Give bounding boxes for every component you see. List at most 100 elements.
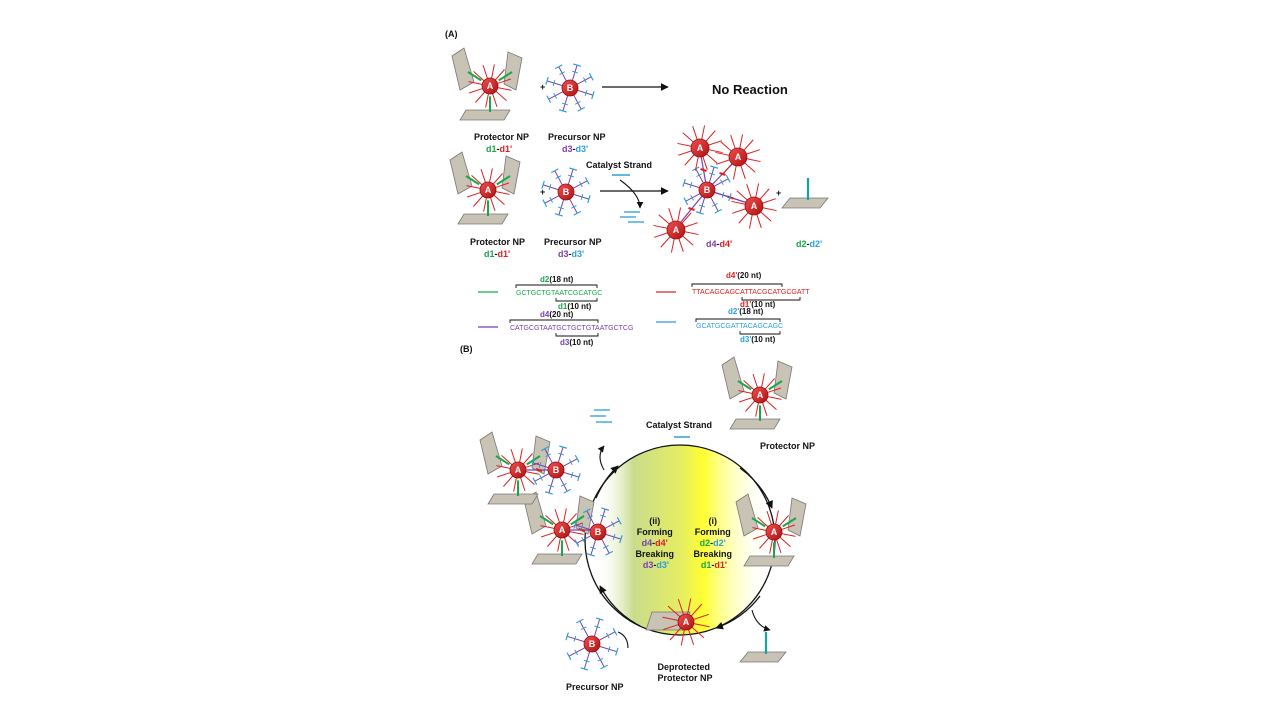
np-a-strand bbox=[779, 536, 791, 547]
np-a-strand bbox=[691, 626, 705, 639]
np-a-strand bbox=[566, 513, 577, 525]
np-b-branch bbox=[554, 213, 563, 217]
np-b-branch bbox=[531, 458, 535, 467]
np-b-core bbox=[547, 461, 565, 479]
row1-precursor-np: B bbox=[545, 63, 595, 113]
np-a-strand bbox=[764, 378, 775, 390]
np-b-branch bbox=[601, 507, 610, 511]
np-a-strand bbox=[701, 125, 706, 140]
np-b-strand bbox=[558, 66, 567, 82]
np-b-branch bbox=[588, 72, 594, 81]
np-a-strand bbox=[736, 190, 748, 201]
np-a-strand bbox=[569, 531, 584, 535]
np-a-strand bbox=[547, 535, 558, 547]
np-b-branch bbox=[602, 545, 609, 549]
np-a-letter: A bbox=[697, 143, 704, 153]
np-a-strand bbox=[739, 134, 744, 149]
np-b-branch bbox=[565, 632, 569, 641]
np-a-strand bbox=[497, 87, 512, 91]
pair-right: d4' bbox=[720, 239, 733, 249]
np-b-strand bbox=[699, 197, 706, 214]
blocker-tile bbox=[575, 495, 595, 535]
row1-protector-label: Protector NP bbox=[474, 132, 529, 142]
np-a-strand bbox=[503, 475, 514, 487]
seq-green-text: GCTGCTGTAATCGCATGC bbox=[516, 290, 602, 297]
pair-dash: - bbox=[717, 239, 720, 249]
np-b-branch bbox=[574, 454, 580, 463]
np-b-branch bbox=[579, 181, 583, 188]
panel-b-label: (B) bbox=[460, 344, 473, 354]
waste-pair: d2-d2' bbox=[796, 239, 822, 249]
np-b-letter: B bbox=[704, 185, 711, 195]
np-a-strand bbox=[658, 214, 670, 225]
np-a-strand bbox=[688, 629, 695, 645]
pair-right: d2' bbox=[810, 239, 823, 249]
np-a-strand bbox=[743, 380, 755, 391]
np-a-strand bbox=[678, 150, 692, 156]
np-a-strand bbox=[762, 198, 776, 204]
np-b-branch bbox=[720, 179, 724, 186]
np-a-core bbox=[765, 523, 783, 541]
np-b-strand bbox=[583, 651, 591, 669]
row2-precursor-label: Precursor NP bbox=[544, 237, 602, 247]
blocker-tile bbox=[773, 360, 793, 400]
np-a-strand bbox=[475, 91, 486, 103]
np-b-branch bbox=[605, 632, 610, 639]
cycle-protector-np-top-right: A bbox=[721, 356, 793, 430]
np-a-strand bbox=[781, 524, 796, 530]
np-a-strand bbox=[667, 605, 681, 618]
blocker-tile bbox=[729, 418, 781, 430]
row1-protector-pair: d1-d1' bbox=[486, 144, 512, 154]
np-b-branch bbox=[571, 70, 578, 74]
np-b-branch bbox=[570, 205, 577, 209]
np-a-strand bbox=[708, 140, 722, 146]
np-a-strand bbox=[738, 397, 753, 403]
seq-blue-text: GCATGCGATTACAGCAGC bbox=[696, 323, 783, 330]
np-a-strand bbox=[776, 539, 782, 554]
np-b-branch bbox=[590, 546, 597, 550]
np-a-core bbox=[479, 181, 497, 199]
blocker-tile bbox=[743, 555, 795, 567]
pair-right: d3' bbox=[576, 144, 589, 154]
np-b-strand bbox=[544, 195, 560, 204]
np-b-branch bbox=[546, 95, 552, 104]
blocker-tile bbox=[531, 435, 551, 475]
sequence-green: d2(18 nt) GCTGCTGTAATCGCATGC d1(10 nt) bbox=[478, 275, 602, 311]
np-a-strand bbox=[762, 207, 777, 212]
np-b-branch bbox=[580, 667, 589, 671]
np-b-branch bbox=[728, 193, 732, 202]
np-a-strand bbox=[501, 455, 513, 466]
step-w2: Breaking bbox=[693, 549, 732, 559]
np-a-strand bbox=[490, 197, 496, 212]
pair-left: d1 bbox=[484, 249, 495, 259]
np-a-strand bbox=[765, 399, 777, 410]
np-a-strand bbox=[483, 197, 487, 212]
blocker-tile bbox=[787, 497, 807, 537]
np-a-strand bbox=[766, 510, 772, 525]
np-b-strand bbox=[595, 650, 605, 668]
np-b-branch bbox=[544, 491, 553, 495]
np-a-strand bbox=[468, 88, 483, 94]
np-a-strand bbox=[755, 183, 760, 198]
np-a-strand bbox=[778, 515, 789, 527]
np-a-letter: A bbox=[485, 185, 492, 195]
np-a-strand bbox=[761, 373, 765, 388]
np-b-branch bbox=[580, 193, 584, 200]
np-a-strand bbox=[706, 153, 718, 164]
catalyst-release-arrow bbox=[597, 445, 605, 471]
np-b-strand bbox=[534, 473, 550, 482]
np-a-strand bbox=[781, 533, 796, 537]
np-b-strand bbox=[567, 168, 574, 185]
blocker-link bbox=[768, 380, 783, 391]
np-b-strand bbox=[576, 76, 592, 85]
np-a-strand bbox=[677, 142, 692, 147]
seq-red-top: d4'(20 nt) bbox=[726, 271, 762, 280]
np-b-branch bbox=[721, 191, 725, 198]
np-a-strand bbox=[495, 191, 510, 195]
np-a-strand bbox=[752, 534, 767, 540]
np-b-strand bbox=[558, 199, 565, 216]
cycle-precursor-np: B bbox=[565, 617, 619, 671]
row1-precursor-label: Precursor NP bbox=[548, 132, 606, 142]
np-a-strand bbox=[755, 402, 759, 417]
pair-left: d1 bbox=[486, 144, 497, 154]
